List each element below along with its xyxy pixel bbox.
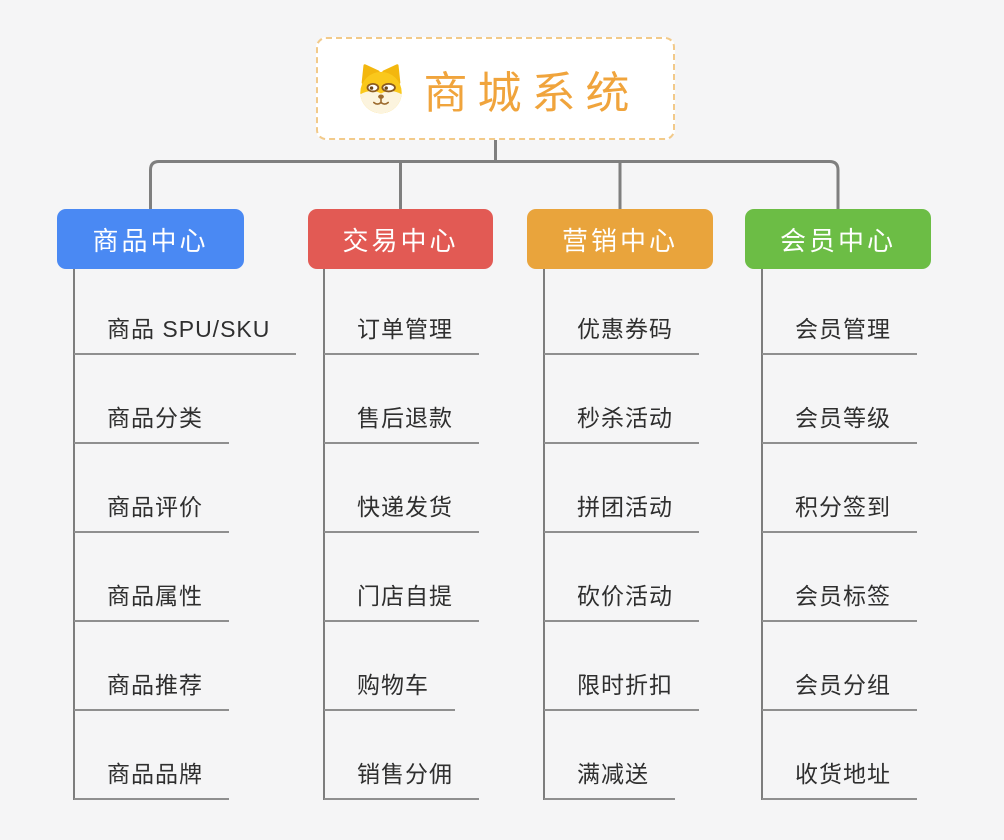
dog-face-icon bbox=[359, 63, 402, 113]
leaf-topic[interactable]: 商品属性 bbox=[74, 577, 229, 622]
branch-label: 商品中心 bbox=[92, 225, 209, 256]
leaf-topic[interactable]: 订单管理 bbox=[324, 310, 479, 355]
leaf-topic[interactable]: 快递发货 bbox=[324, 488, 479, 533]
leaf-topic[interactable]: 商品品牌 bbox=[74, 755, 229, 800]
leaf-topic[interactable]: 销售分佣 bbox=[324, 755, 479, 800]
branch-children-column-1: 商品 SPU/SKU 商品分类 商品评价 商品属性 商品推荐 商品品牌 bbox=[73, 0, 374, 840]
leaf-topic[interactable]: 满减送 bbox=[544, 755, 675, 800]
leaf-topic[interactable]: 优惠券码 bbox=[544, 310, 699, 355]
leaf-topic[interactable]: 商品分类 bbox=[74, 399, 229, 444]
branch-children-column-3: 优惠券码 秒杀活动 拼团活动 砍价活动 限时折扣 满减送 bbox=[543, 0, 844, 840]
leaf-topic[interactable]: 砍价活动 bbox=[544, 577, 699, 622]
leaf-topic[interactable]: 商品 SPU/SKU bbox=[74, 310, 297, 355]
branch-node-trade-center[interactable]: 交易中心 bbox=[308, 209, 493, 269]
leaf-topic[interactable]: 收货地址 bbox=[762, 755, 917, 800]
branch-label: 会员中心 bbox=[779, 225, 896, 256]
leaf-topic[interactable]: 门店自提 bbox=[324, 577, 479, 622]
leaf-topic[interactable]: 购物车 bbox=[324, 666, 455, 711]
branch-label: 交易中心 bbox=[342, 225, 459, 256]
connector-line bbox=[323, 269, 325, 800]
branch-label: 营销中心 bbox=[561, 225, 678, 256]
branch-children-column-4: 会员管理 会员等级 积分签到 会员标签 会员分组 收货地址 bbox=[761, 0, 1004, 840]
connector-line bbox=[761, 269, 763, 800]
leaf-topic[interactable]: 会员管理 bbox=[762, 310, 917, 355]
leaf-topic[interactable]: 商品评价 bbox=[74, 488, 229, 533]
branch-node-product-center[interactable]: 商品中心 bbox=[57, 209, 244, 269]
root-topic-title: 商城系统 bbox=[423, 68, 640, 118]
leaf-topic[interactable]: 会员等级 bbox=[762, 399, 917, 444]
leaf-topic[interactable]: 秒杀活动 bbox=[544, 399, 699, 444]
branch-children-column-2: 订单管理 售后退款 快递发货 门店自提 购物车 销售分佣 bbox=[323, 0, 624, 840]
leaf-topic[interactable]: 会员分组 bbox=[762, 666, 917, 711]
root-topic[interactable]: 商城系统 bbox=[316, 37, 675, 140]
branch-node-member-center[interactable]: 会员中心 bbox=[745, 209, 931, 269]
leaf-topic[interactable]: 拼团活动 bbox=[544, 488, 699, 533]
leaf-topic[interactable]: 商品推荐 bbox=[74, 666, 229, 711]
leaf-topic[interactable]: 会员标签 bbox=[762, 577, 917, 622]
branch-node-marketing-center[interactable]: 营销中心 bbox=[527, 209, 713, 269]
connector-line bbox=[543, 269, 545, 800]
leaf-topic[interactable]: 积分签到 bbox=[762, 488, 917, 533]
leaf-topic[interactable]: 售后退款 bbox=[324, 399, 479, 444]
connector-line bbox=[73, 269, 75, 800]
leaf-topic[interactable]: 限时折扣 bbox=[544, 666, 699, 711]
